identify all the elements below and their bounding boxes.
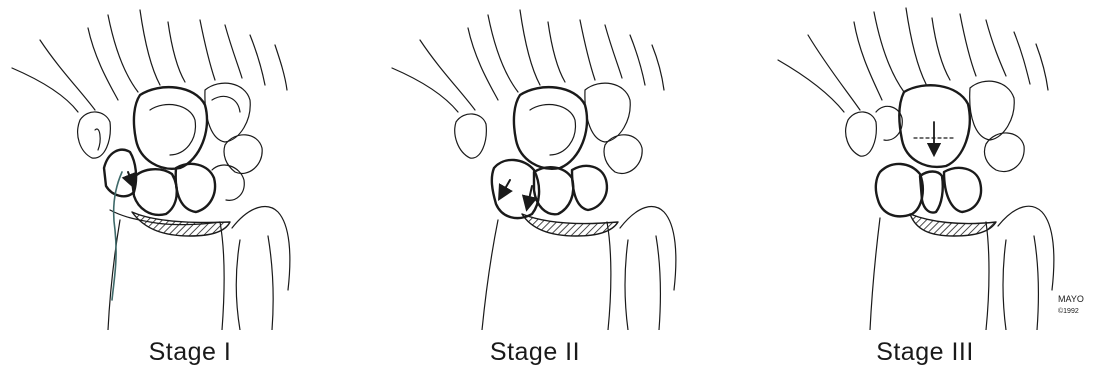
stage-3-caption: Stage III: [760, 338, 1090, 367]
stage-1-wrist-drawing: [0, 0, 330, 330]
stage-3-panel: Stage III: [764, 0, 1094, 372]
stage-3-wrist-drawing: [764, 0, 1094, 330]
watermark-line-2: ©1992: [1058, 307, 1079, 315]
stage-1-caption: Stage I: [25, 338, 355, 367]
stage-2-wrist-drawing: [382, 0, 712, 330]
mayo-copyright-mark: MAYO ©1992: [1058, 291, 1094, 321]
stage-2-panel: Stage II: [382, 0, 712, 372]
stage-1-panel: Stage I: [0, 0, 330, 372]
watermark-line-1: MAYO: [1058, 294, 1084, 304]
mayo-watermark-glyph: MAYO ©1992: [1058, 291, 1094, 321]
stage-2-caption: Stage II: [370, 338, 700, 367]
